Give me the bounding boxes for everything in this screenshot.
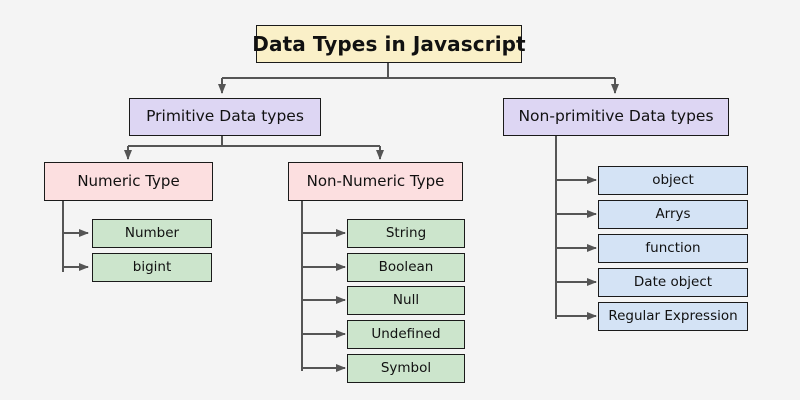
root-node-data-types[interactable]: Data Types in Javascript — [252, 25, 526, 63]
leaf-node-string[interactable]: String — [347, 219, 465, 248]
category-node-primitive-data-types[interactable]: Primitive Data types — [129, 98, 321, 136]
leaf-node-regular-expression[interactable]: Regular Expression — [598, 302, 748, 331]
leaf-node-undefined[interactable]: Undefined — [347, 320, 465, 349]
leaf-node-bigint[interactable]: bigint — [92, 253, 212, 282]
leaf-node-arrys[interactable]: Arrys — [598, 200, 748, 229]
category-node-non-primitive-data-types[interactable]: Non-primitive Data types — [503, 98, 729, 136]
leaf-node-symbol[interactable]: Symbol — [347, 354, 465, 383]
leaf-node-object[interactable]: object — [598, 166, 748, 195]
leaf-node-function[interactable]: function — [598, 234, 748, 263]
type-group-node-numeric-type[interactable]: Numeric Type — [44, 162, 213, 201]
leaf-node-null[interactable]: Null — [347, 286, 465, 315]
leaf-node-number[interactable]: Number — [92, 219, 212, 248]
leaf-node-boolean[interactable]: Boolean — [347, 253, 465, 282]
type-group-node-non-numeric-type[interactable]: Non-Numeric Type — [288, 162, 463, 201]
leaf-node-date-object[interactable]: Date object — [598, 268, 748, 297]
